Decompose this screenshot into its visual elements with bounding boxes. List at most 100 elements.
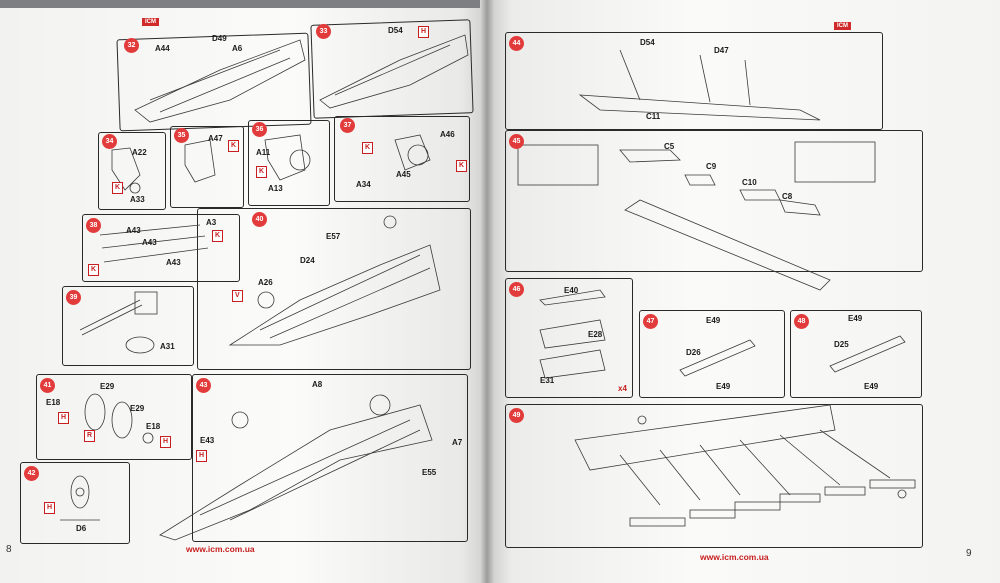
step-badge: 48 [794, 314, 809, 329]
step-badge: 47 [643, 314, 658, 329]
left-page [0, 8, 486, 583]
step-badge: 44 [509, 36, 524, 51]
step-41-box [36, 374, 192, 460]
part-label: A34 [356, 180, 371, 189]
step-badge: 37 [340, 118, 355, 133]
part-label: A44 [155, 44, 170, 53]
part-label: A7 [452, 438, 463, 447]
part-label: E49 [706, 316, 721, 325]
part-label: D26 [686, 348, 701, 357]
step-badge: 35 [174, 128, 189, 143]
part-label: E28 [588, 330, 603, 339]
part-label: A45 [396, 170, 411, 179]
icm-logo-right: ICM [834, 22, 851, 30]
step-40-box [197, 208, 471, 370]
part-label: A43 [126, 226, 141, 235]
step-42-box [20, 462, 130, 544]
part-label: A6 [232, 44, 243, 53]
part-label: D54 [640, 38, 655, 47]
page-number-right: 9 [966, 548, 972, 559]
footer-url-right[interactable]: www.icm.com.ua [700, 552, 769, 562]
step-badge: 43 [196, 378, 211, 393]
step-38-box [82, 214, 240, 282]
booklet-spine [480, 0, 494, 583]
marker-tag: K [212, 230, 224, 242]
marker-tag: H [160, 436, 172, 448]
step-badge: 33 [316, 24, 331, 39]
marker-tag: K [362, 142, 374, 154]
step-badge: 42 [24, 466, 39, 481]
marker-tag: K [228, 140, 240, 152]
marker-tag: K [456, 160, 468, 172]
part-label: E31 [540, 376, 555, 385]
step-badge: 39 [66, 290, 81, 305]
step-badge: 40 [252, 212, 267, 227]
step-36-box [248, 120, 330, 206]
step-badge: 41 [40, 378, 55, 393]
marker-tag: H [418, 26, 430, 38]
part-label: A43 [166, 258, 181, 267]
part-label: E40 [564, 286, 579, 295]
icm-logo-left: ICM [142, 18, 159, 26]
part-label: C5 [664, 142, 675, 151]
part-label: E55 [422, 468, 437, 477]
step-badge: 45 [509, 134, 524, 149]
part-label: A47 [208, 134, 223, 143]
step-49-box [505, 404, 923, 548]
part-label: E57 [326, 232, 341, 241]
step-37-box [334, 116, 470, 202]
part-label: A31 [160, 342, 175, 351]
part-label: E18 [146, 422, 161, 431]
step-badge: 36 [252, 122, 267, 137]
step-badge: 34 [102, 134, 117, 149]
part-label: A26 [258, 278, 273, 287]
part-label: x4 [618, 384, 627, 393]
marker-tag: H [44, 502, 56, 514]
step-44-box [505, 32, 883, 130]
part-label: A43 [142, 238, 157, 247]
part-label: E49 [716, 382, 731, 391]
step-badge: 49 [509, 408, 524, 423]
step-badge: 46 [509, 282, 524, 297]
marker-tag: R [84, 430, 96, 442]
marker-tag: V [232, 290, 243, 302]
marker-tag: K [256, 166, 268, 178]
footer-url-left[interactable]: www.icm.com.ua [186, 544, 255, 554]
step-45-box [505, 130, 923, 272]
step-35-box [170, 126, 244, 208]
step-43-box [192, 374, 468, 542]
part-label: C8 [782, 192, 793, 201]
right-page [486, 0, 1000, 583]
step-46-box [505, 278, 633, 398]
part-label: D6 [76, 524, 87, 533]
part-label: C11 [646, 112, 661, 121]
step-39-box [62, 286, 194, 366]
step-badge: 38 [86, 218, 101, 233]
part-label: A33 [130, 195, 145, 204]
part-label: C10 [742, 178, 757, 187]
page-number-left: 8 [6, 544, 12, 555]
part-label: A46 [440, 130, 455, 139]
step-34-box [98, 132, 166, 210]
marker-tag: K [112, 182, 124, 194]
part-label: E49 [848, 314, 863, 323]
part-label: E49 [864, 382, 879, 391]
step-48-box [790, 310, 922, 398]
part-label: D24 [300, 256, 315, 265]
part-label: E43 [200, 436, 215, 445]
marker-tag: H [58, 412, 70, 424]
part-label: A8 [312, 380, 323, 389]
step-badge: 32 [124, 38, 139, 53]
part-label: E29 [130, 404, 145, 413]
part-label: C9 [706, 162, 717, 171]
marker-tag: K [88, 264, 100, 276]
part-label: E29 [100, 382, 115, 391]
step-47-box [639, 310, 785, 398]
part-label: D47 [714, 46, 729, 55]
part-label: A11 [256, 148, 271, 157]
part-label: D54 [388, 26, 403, 35]
part-label: A22 [132, 148, 147, 157]
part-label: D49 [212, 34, 227, 43]
